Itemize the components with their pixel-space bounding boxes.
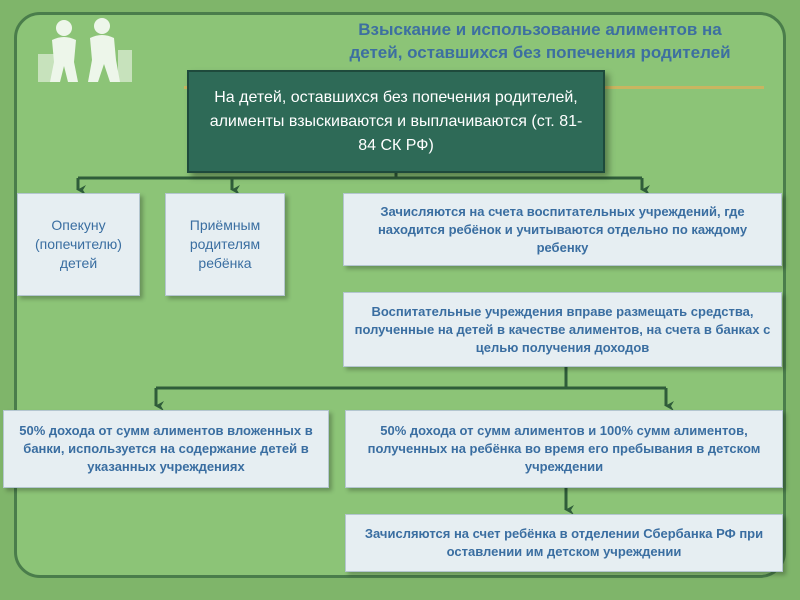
main-statement-box: На детей, оставшихся без попечения родит…	[187, 70, 605, 173]
institution-accounts-box: Зачисляются на счета воспитательных учре…	[343, 193, 782, 266]
fifty-percent-maintenance-box: 50% дохода от сумм алиментов вложенных в…	[3, 410, 329, 488]
sberbank-account-box: Зачисляются на счет ребёнка в отделении …	[345, 514, 783, 572]
fifty-hundred-percent-box: 50% дохода от сумм алиментов и 100% сумм…	[345, 410, 783, 488]
title-line-2: детей, оставшихся без попечения родителе…	[349, 43, 731, 62]
children-silhouette-logo	[38, 18, 132, 82]
guardian-box: Опекуну (попечителю) детей	[17, 193, 140, 296]
diagram-title: Взыскание и использование алиментов на д…	[300, 18, 780, 64]
foster-parents-box: Приёмным родителям ребёнка	[165, 193, 285, 296]
institutions-may-deposit-box: Воспитательные учреждения вправе размеща…	[343, 292, 782, 367]
title-line-1: Взыскание и использование алиментов на	[358, 20, 722, 39]
